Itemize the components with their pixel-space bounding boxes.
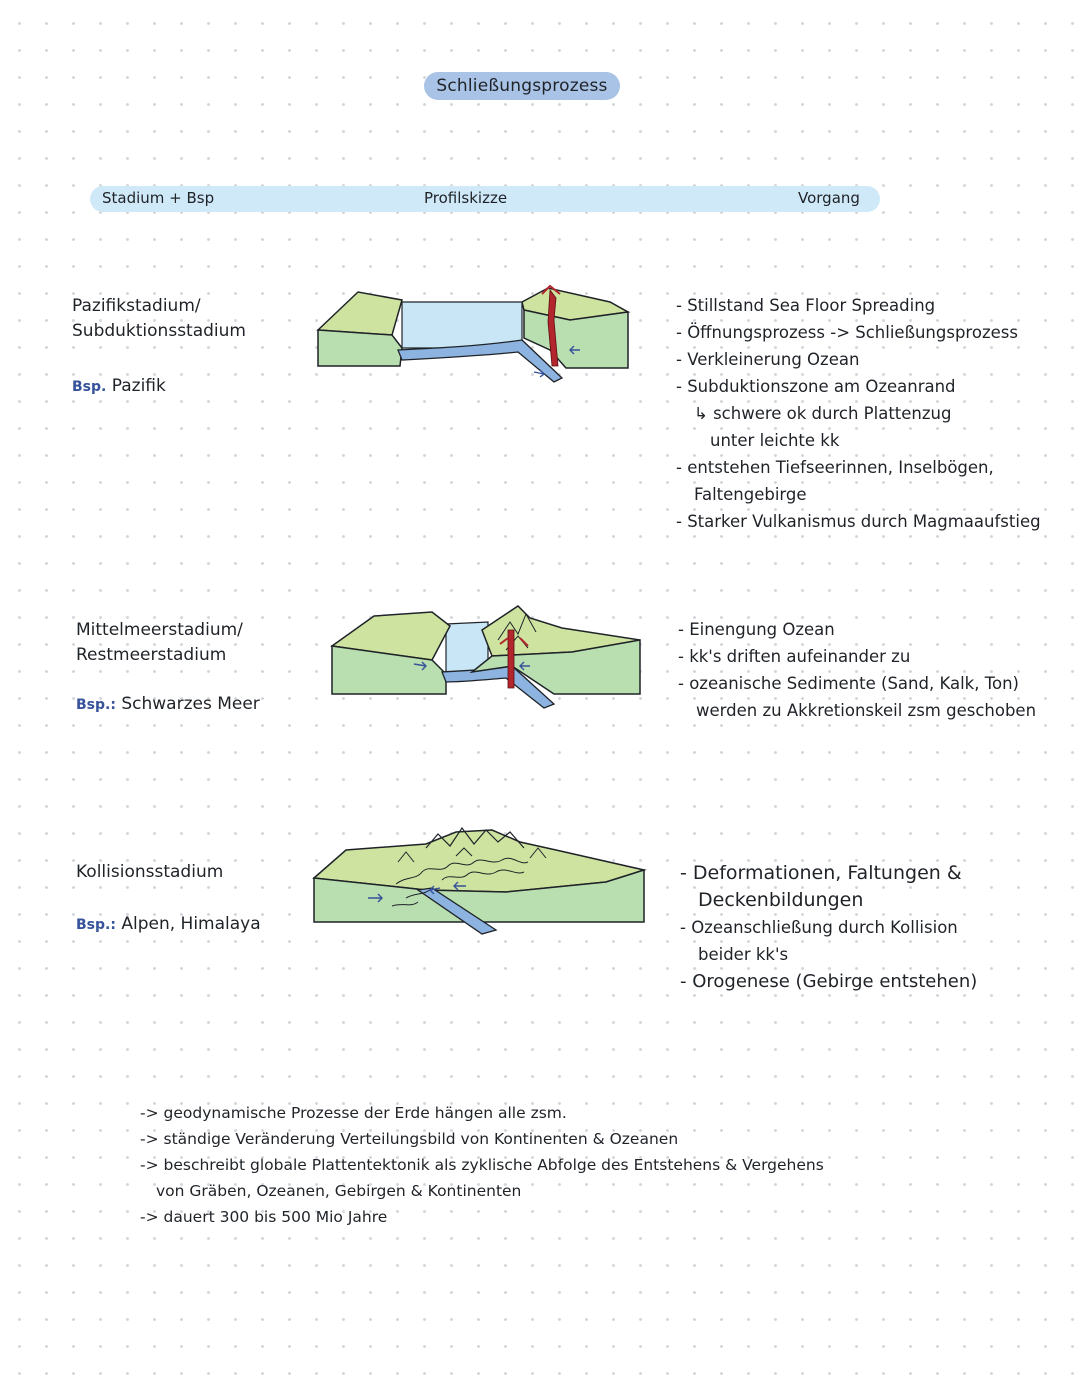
- stage-1-process-item: - Starker Vulkanismus durch Magmaaufstie…: [676, 512, 1041, 531]
- stage-2-process-item: - kk's driften aufeinander zu: [678, 647, 911, 666]
- stage-1-process-item: - entstehen Tiefseerinnen, Inselbögen,: [676, 458, 994, 477]
- stage-1-process-list: - Stillstand Sea Floor Spreading - Öffnu…: [676, 292, 1041, 535]
- stage-2-name-line2: Restmeerstadium: [76, 645, 227, 665]
- summary-item: -> dauert 300 bis 500 Mio Jahre: [140, 1208, 388, 1226]
- plate-arrow-right: [413, 661, 427, 671]
- stage-2-name-line1: Mittelmeerstadium/: [76, 620, 243, 640]
- collision-zone-front: [313, 868, 645, 923]
- stage-3-example-prefix: Bsp.:: [76, 917, 116, 933]
- left-continent-top: [316, 291, 403, 336]
- stage-3-name: Kollisionsstadium: [76, 860, 223, 885]
- stage-1-name: Pazifikstadium/ Subduktionsstadium: [72, 294, 246, 344]
- stage-1-process-item: - Stillstand Sea Floor Spreading: [676, 296, 936, 315]
- stage-2-process-item: werden zu Akkretionskeil zsm geschoben: [696, 701, 1037, 720]
- oceanic-plate: [397, 339, 564, 383]
- stage-1-process-item: ↳ schwere ok durch Plattenzug: [694, 404, 952, 423]
- stage-1-example-value: Pazifik: [111, 376, 166, 396]
- header-process: Vorgang: [798, 189, 860, 207]
- subducted-plate: [416, 887, 498, 935]
- stage-3-example: Bsp.: Alpen, Himalaya: [76, 914, 261, 934]
- stage-2-example-value: Schwarzes Meer: [121, 694, 260, 714]
- stage-1-profile-sketch: [316, 284, 631, 383]
- mountain-peaks: [425, 826, 525, 849]
- left-continent-front: [331, 645, 447, 695]
- stage-2-process-item: - Einengung Ozean: [678, 620, 835, 639]
- stage-3-process-item: - Orogenese (Gebirge entstehen): [680, 971, 978, 992]
- stage-3-example-value: Alpen, Himalaya: [121, 914, 261, 934]
- stage-3-name-line1: Kollisionsstadium: [76, 862, 224, 882]
- stage-2-process-list: - Einengung Ozean - kk's driften aufeina…: [678, 616, 1036, 724]
- stage-2-profile-sketch: [330, 605, 641, 709]
- ocean-water: [401, 301, 523, 349]
- stage-3-process-item: Deckenbildungen: [698, 889, 864, 911]
- stage-3-process-item: beider kk's: [698, 945, 789, 964]
- stage-1-process-item: unter leichte kk: [710, 431, 840, 450]
- magma-channel: [547, 288, 559, 367]
- stage-1-process-item: - Verkleinerung Ozean: [676, 350, 860, 369]
- stage-3-process-item: - Ozeanschließung durch Kollision: [680, 918, 958, 937]
- stage-1-process-item: - Subduktionszone am Ozeanrand: [676, 377, 956, 396]
- header-stage: Stadium + Bsp: [102, 189, 215, 207]
- summary-item: -> ständige Veränderung Verteilungsbild …: [140, 1130, 679, 1148]
- stage-3-process-list: - Deformationen, Faltungen & Deckenbildu…: [680, 860, 977, 995]
- stage-1-process-item: - Öffnungsprozess -> Schließungsprozess: [676, 323, 1018, 342]
- plate-arrow-left: [569, 345, 580, 355]
- stage-1-process-item: Faltengebirge: [694, 485, 807, 504]
- stage-2-example-prefix: Bsp.:: [76, 697, 116, 713]
- header-profile: Profilskizze: [424, 189, 508, 207]
- plate-arrow-right: [368, 893, 383, 903]
- column-header-bar: Stadium + Bsp Profilskizze Vorgang: [90, 186, 880, 212]
- stage-1-name-line1: Pazifikstadium/: [72, 296, 201, 316]
- stage-1-name-line2: Subduktionsstadium: [72, 321, 246, 341]
- summary-item: -> beschreibt globale Plattentektonik al…: [140, 1156, 824, 1174]
- stage-2-name: Mittelmeerstadium/ Restmeerstadium: [76, 618, 243, 668]
- plate-arrow-left: [453, 881, 466, 891]
- stage-3-profile-sketch: [312, 826, 647, 935]
- volcano-peak: [541, 284, 561, 295]
- plate-arrow-left: [519, 661, 530, 671]
- summary-item: -> geodynamische Prozesse der Erde hänge…: [140, 1104, 567, 1122]
- stage-2-process-item: - ozeanische Sedimente (Sand, Kalk, Ton): [678, 674, 1019, 693]
- mountain-ridges: [397, 847, 547, 863]
- fold-line-1: [395, 857, 529, 885]
- oceanic-plate: [441, 665, 556, 709]
- magma-branches: [499, 637, 529, 647]
- page-title: Schließungsprozess: [424, 72, 620, 100]
- left-continent-front: [317, 329, 403, 367]
- magma-channel: [507, 629, 515, 689]
- right-continent-front: [469, 639, 641, 695]
- fold-line-3: [391, 901, 419, 907]
- stage-3-process-item: - Deformationen, Faltungen &: [680, 862, 962, 884]
- summary-item: von Gräben, Ozeanen, Gebirgen & Kontinen…: [156, 1182, 522, 1200]
- plate-arrow-left-2: [429, 885, 441, 895]
- stage-2-example: Bsp.: Schwarzes Meer: [76, 694, 260, 714]
- plate-arrow-right: [533, 369, 546, 378]
- stage-1-example-prefix: Bsp.: [72, 379, 107, 395]
- summary-list: -> geodynamische Prozesse der Erde hänge…: [140, 1100, 824, 1230]
- stage-1-example: Bsp. Pazifik: [72, 376, 166, 396]
